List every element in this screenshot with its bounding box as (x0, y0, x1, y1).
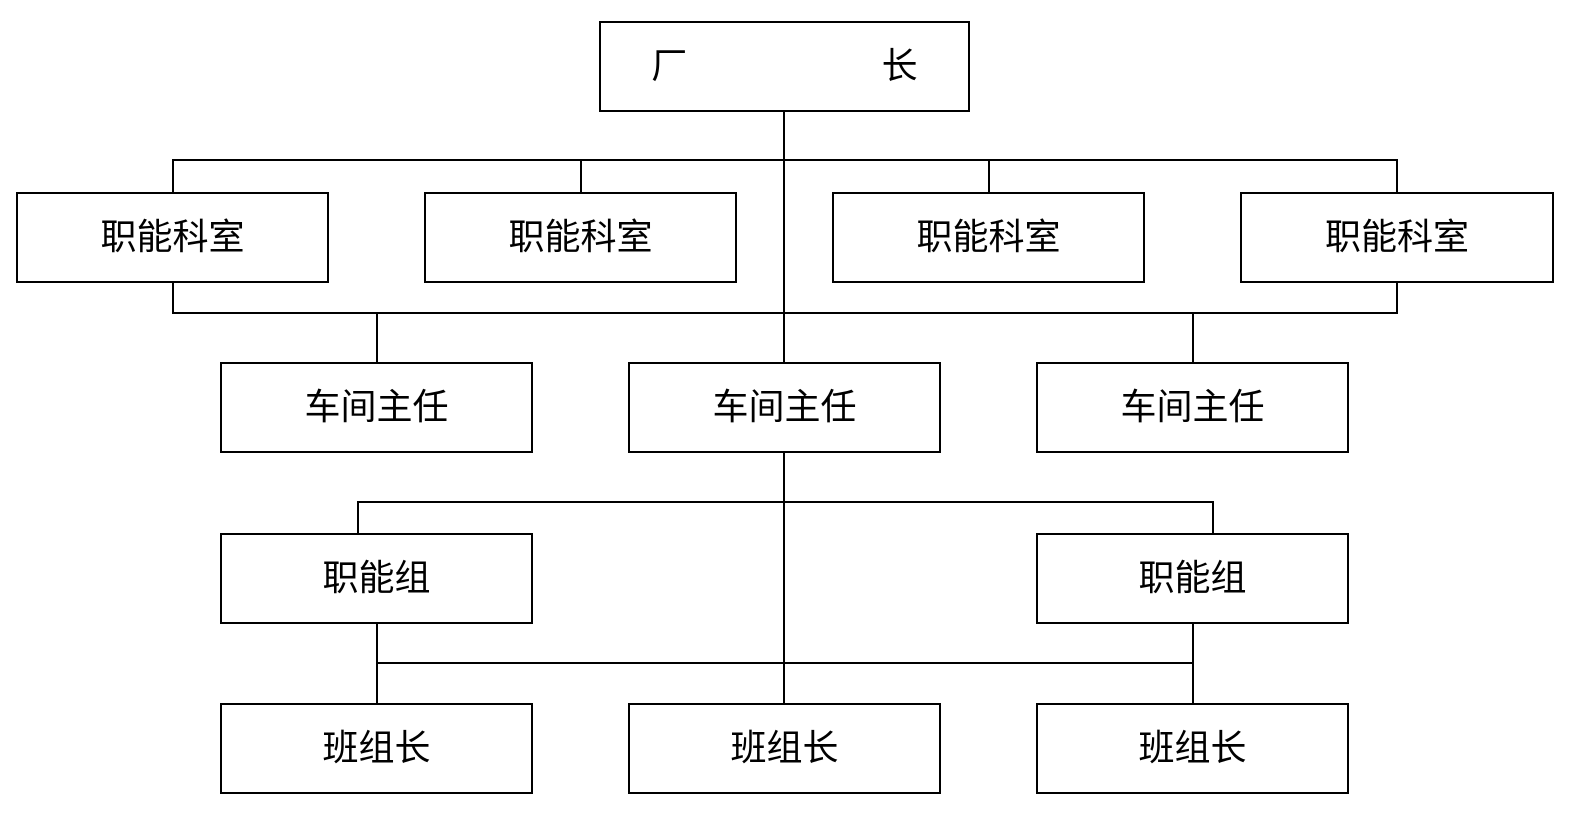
connector-workshop-3-top (1192, 312, 1194, 364)
connector-department-4-bottom (1396, 281, 1398, 314)
workshop-head-box-3: 车间主任 (1036, 362, 1349, 453)
department-label: 职能科室 (1324, 216, 1469, 258)
connector-groups-bar (357, 501, 1214, 503)
team-leader-box-1: 班组长 (220, 703, 533, 794)
department-box-1: 职能科室 (16, 192, 329, 283)
team-leader-label: 班组长 (322, 727, 431, 769)
workshop-head-label: 车间主任 (304, 386, 449, 428)
connector-department-1-top (172, 159, 174, 193)
department-box-2: 职能科室 (424, 192, 737, 283)
functional-group-label: 职能组 (1138, 557, 1247, 599)
connector-team-leaders-bar (376, 662, 1194, 664)
connector-workshops-bar (172, 312, 1398, 314)
director-label: 厂 长 (651, 45, 997, 87)
department-box-3: 职能科室 (832, 192, 1145, 283)
workshop-head-label: 车间主任 (1120, 386, 1265, 428)
workshop-head-label: 车间主任 (712, 386, 857, 428)
workshop-head-box-2: 车间主任 (628, 362, 941, 453)
connector-department-2-top (580, 159, 582, 193)
functional-group-box-1: 职能组 (220, 533, 533, 624)
connector-workshop-1-top (376, 312, 378, 364)
connector-group-2-top (1212, 501, 1214, 534)
team-leader-box-2: 班组长 (628, 703, 941, 794)
connector-department-4-top (1396, 159, 1398, 193)
connector-departments-top-bar (172, 159, 1398, 161)
department-label: 职能科室 (508, 216, 653, 258)
department-label: 职能科室 (100, 216, 245, 258)
functional-group-box-2: 职能组 (1036, 533, 1349, 624)
connector-department-3-top (988, 159, 990, 193)
team-leader-label: 班组长 (1138, 727, 1247, 769)
team-leader-box-3: 班组长 (1036, 703, 1349, 794)
director-box: 厂 长 (599, 21, 970, 112)
functional-group-label: 职能组 (322, 557, 431, 599)
department-label: 职能科室 (916, 216, 1061, 258)
department-box-4: 职能科室 (1240, 192, 1554, 283)
connector-department-1-bottom (172, 281, 174, 314)
connector-group-1-top (357, 501, 359, 534)
workshop-head-box-1: 车间主任 (220, 362, 533, 453)
team-leader-label: 班组长 (730, 727, 839, 769)
